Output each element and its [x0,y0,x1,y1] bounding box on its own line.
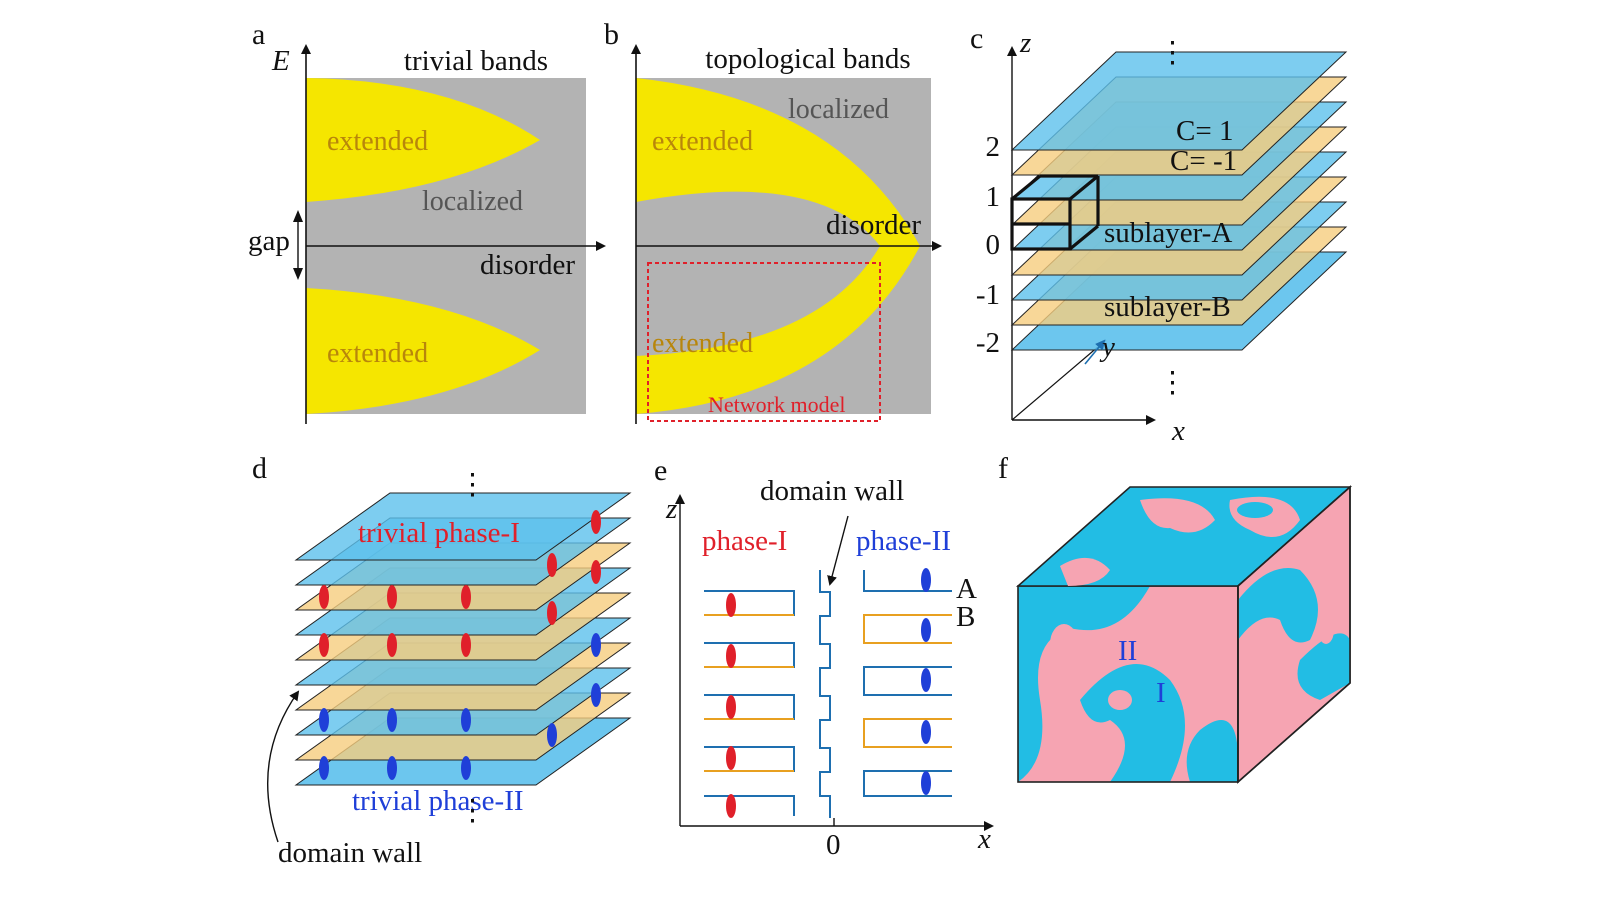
domain-wall-zigzag [819,570,831,818]
extended-band-top [306,78,540,202]
network-model-label: Network model [708,392,845,417]
domain-wall-label-e: domain wall [760,475,904,507]
pink-island [1318,616,1334,644]
domain-wall-arrow-e [827,515,849,586]
extended-band-bottom [306,288,540,414]
tick-0: 0 [986,229,1001,261]
cyan-region [1238,568,1318,643]
panel-b: b topological bands localized extended d… [604,18,942,424]
x-label-e: x [977,823,991,855]
pink-region [1060,557,1110,586]
panel-a: a E trivial bands extended localized gap… [248,18,606,424]
extended-label-b-top: extended [652,126,753,157]
topological-bands-title: topological bands [705,43,910,75]
disorder-label-b: disorder [826,209,921,241]
trivial-phase-two-label: trivial phase-II [352,785,524,817]
dots-bottom-c: ⋮ [1158,367,1187,399]
sublayer-a-label: sublayer-A [1104,217,1232,249]
panel-d: d ⋮ trivial phase-I trivial phase-II ⋮ d… [252,452,632,869]
pink-island [1050,624,1078,664]
panel-f: f II I [998,452,1353,784]
panel-e-letter: e [654,454,667,487]
phase-one-region-label: I [1156,677,1166,709]
chern-plus-label: C= 1 [1176,115,1233,147]
network-model-box [647,262,881,422]
topological-extended-band [636,78,920,414]
trivial-phase-one-label: trivial phase-I [358,517,520,549]
z-label-c: z [1019,27,1031,59]
panel-c-letter: c [970,22,983,55]
cyan-region [1186,720,1238,782]
gap-arrow-head-down [293,268,303,280]
pink-island [1108,690,1132,710]
cyan-island [1237,502,1273,518]
y-label-c: y [1099,331,1115,363]
dots-bottom-d: ⋮ [458,795,487,827]
extended-label-bottom: extended [327,338,428,369]
phase-one-label: phase-I [702,525,787,557]
phase-two-markers [319,633,601,780]
tick-2: 2 [986,131,1001,163]
sublayer-a-mark: A [956,573,977,605]
phase-two-loops [863,570,952,797]
phase-two-markers-e [921,568,931,795]
phase-two-label: phase-II [856,525,951,557]
tick-minus-1: -1 [976,279,1000,311]
cyan-region [1080,664,1185,782]
cyan-region [1018,586,1150,782]
dots-top-c: ⋮ [1158,37,1187,69]
panel-e: e domain wall z phase-I phase-II A B 0 x [654,454,994,861]
domain-wall-pointer [267,690,300,843]
panel-d-letter: d [252,452,267,485]
layer-blue [1010,51,1348,151]
sublayer-b-mark: B [956,601,975,633]
domain-wall-label-d: domain wall [278,837,422,869]
gap-label: gap [248,225,290,257]
y-axis-c [1011,339,1107,421]
extended-label-top: extended [327,126,428,157]
trivial-bands-title: trivial bands [404,45,548,77]
phase-one-markers [319,510,601,657]
z-label-e: z [665,493,677,525]
layer-blue [294,492,632,561]
tick-minus-2: -2 [976,327,1000,359]
phase-two-region-label: II [1118,635,1137,667]
dots-top-d: ⋮ [458,469,487,501]
extended-label-b-bottom: extended [652,328,753,359]
unit-cell-cube [1010,174,1100,251]
x-label-c: x [1171,415,1185,447]
energy-label: E [271,45,290,77]
gap-arrow-head-up [293,210,303,222]
cyan-region [1297,633,1350,700]
panel-f-letter: f [998,452,1008,485]
sublayer-b-label: sublayer-B [1104,291,1231,323]
phase-one-loops [704,590,795,816]
chern-minus-label: C= -1 [1170,145,1237,177]
pink-region [1140,498,1215,533]
phase-one-markers-e [726,593,736,818]
panel-c: c z ⋮ C= 1 C= -1 sublayer-A sublayer-B 2… [970,22,1348,447]
y-axis-arrow [1084,339,1106,365]
panel-a-letter: a [252,18,265,51]
localized-label: localized [422,186,523,217]
tick-1: 1 [986,181,1001,213]
origin-label: 0 [826,829,841,861]
localized-label-b: localized [788,94,889,125]
disorder-label: disorder [480,249,575,281]
panel-b-letter: b [604,18,619,51]
